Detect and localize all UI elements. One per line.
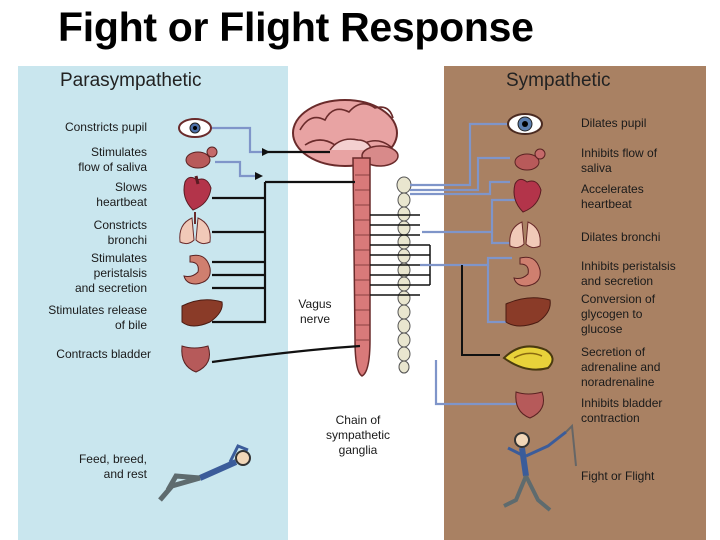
spinal-cord-icon (352, 157, 371, 377)
liver-icon-left (181, 299, 223, 327)
lungs-icon-right (509, 221, 541, 249)
page-title: Fight or Flight Response (58, 4, 534, 50)
symp-label-glucose: Conversion of glycogen to glucose (581, 292, 656, 336)
parasympathetic-heading: Parasympathetic (60, 70, 202, 91)
lungs-icon-left (179, 212, 211, 245)
symp-label-pupil: Dilates pupil (581, 116, 647, 130)
resting-person-icon (158, 444, 251, 502)
para-label-peristalsis: Stimulates peristalsis and secretion (74, 251, 147, 295)
eye-icon-left (178, 118, 212, 138)
symp-label-fight-flight: Fight or Flight (581, 469, 655, 483)
sympathetic-nerves-blue (410, 122, 520, 406)
bladder-icon-left (181, 345, 210, 373)
symp-label-saliva: Inhibits flow of saliva (581, 146, 658, 175)
para-label-bronchi: Constricts bronchi (93, 218, 147, 247)
heart-icon-right (513, 178, 542, 213)
stomach-icon-left (183, 254, 211, 285)
fighting-person-icon (503, 423, 577, 512)
symp-label-heart: Accelerates heartbeat (581, 182, 644, 211)
brain-icon (292, 99, 399, 167)
symp-label-bladder: Inhibits bladder contraction (581, 396, 663, 425)
salivary-gland-icon-left (185, 146, 218, 169)
cranial-nerves-blue (205, 126, 262, 178)
spinal-connectors (370, 214, 462, 296)
para-label-feed-breed-rest: Feed, breed, and rest (78, 452, 147, 481)
parasympathetic-nerves (211, 150, 361, 364)
sympathetic-nerves-dark (461, 265, 500, 356)
para-label-heart: Slows heartbeat (96, 180, 147, 209)
ganglia-chain-icon (396, 176, 412, 374)
heart-icon-left (183, 175, 212, 211)
para-label-bladder: Contracts bladder (56, 347, 151, 361)
symp-label-peristalsis: Inhibits peristalsis and secretion (581, 259, 676, 288)
stomach-icon-right (513, 256, 541, 287)
bladder-icon-right (515, 391, 544, 419)
salivary-gland-icon-right (514, 148, 546, 171)
para-label-pupil: Constricts pupil (64, 120, 147, 134)
para-label-saliva: Stimulates flow of saliva (78, 145, 147, 174)
nerve-arrow-heads (255, 148, 270, 180)
vagus-nerve-label: Vagus nerve (298, 297, 332, 326)
sympathetic-heading: Sympathetic (506, 70, 611, 91)
ganglia-chain-label: Chain of sympathetic ganglia (325, 413, 391, 457)
symp-label-adrenaline: Secretion of adrenaline and noradrenalin… (581, 345, 661, 389)
para-label-bile: Stimulates release of bile (48, 303, 147, 332)
symp-label-bronchi: Dilates bronchi (581, 230, 661, 244)
liver-icon-right (505, 297, 551, 327)
eye-icon-right (507, 113, 543, 135)
adrenal-gland-icon (502, 345, 554, 371)
